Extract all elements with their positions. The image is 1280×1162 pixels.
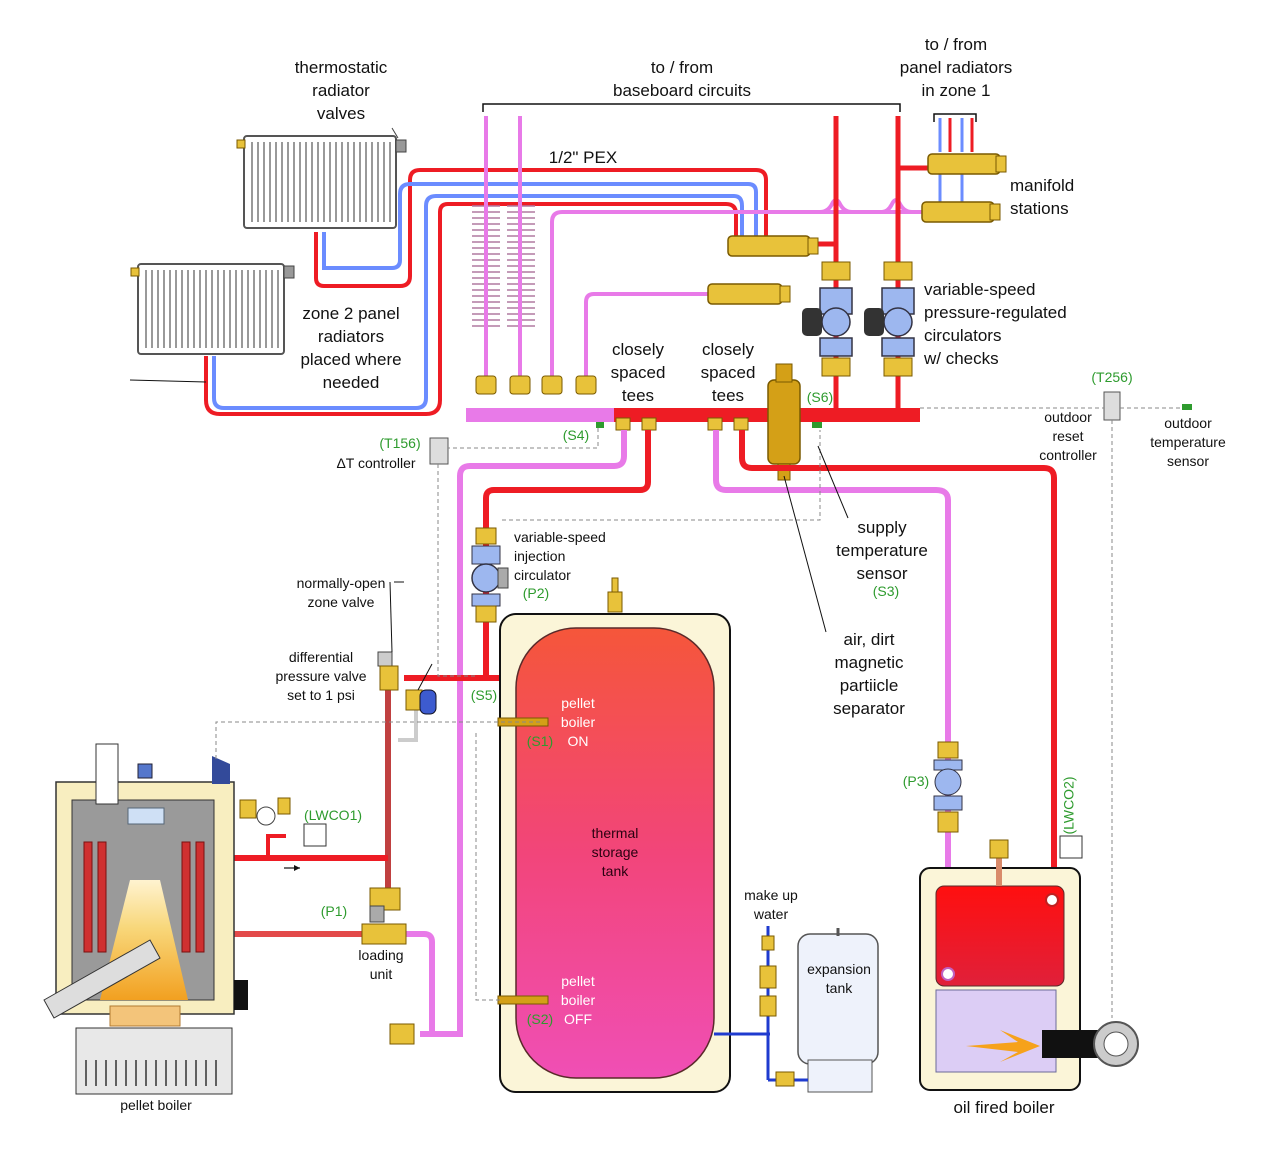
label-s2: (S2)	[526, 1011, 554, 1027]
baseboard-valves	[475, 375, 597, 395]
oil-fired-boiler	[919, 856, 1139, 1091]
label-separator: air, dirt magnetic partiicle separator	[833, 630, 905, 718]
lwco1-box	[303, 823, 327, 847]
label-s3: (S3)	[872, 583, 900, 599]
label-pellet-boiler: pellet boiler	[120, 1097, 192, 1113]
label-tees-left: closely spaced tees	[610, 340, 666, 405]
label-injection: variable-speed injection circulator	[514, 529, 606, 583]
manifold-zone1-return	[921, 201, 1001, 223]
outdoor-sensor-icon	[1182, 404, 1192, 410]
baseboard-bracket	[482, 103, 901, 112]
manifold-radiator-return	[707, 283, 791, 305]
label-thermal-storage: thermal storage tank	[591, 825, 639, 879]
zone1-pipes	[938, 118, 974, 204]
panel-radiator-upper	[236, 135, 407, 229]
injection-loop	[420, 430, 651, 1037]
dirt-separator	[767, 363, 801, 481]
label-zone-valve: normally-open zone valve	[296, 575, 386, 610]
tee-fittings	[615, 417, 749, 431]
label-manifold: manifold stations	[1010, 176, 1075, 218]
label-oil-boiler: oil fired boiler	[953, 1098, 1055, 1117]
circulator-p3	[933, 741, 963, 833]
return-header-upper	[770, 198, 932, 214]
supply-header	[614, 408, 920, 422]
differential-pressure-valve	[377, 651, 399, 691]
label-expansion-tank: expansion tank	[807, 961, 871, 996]
circulator-zone-right	[864, 261, 915, 377]
label-pex: 1/2" PEX	[548, 148, 618, 167]
zone-valve	[405, 689, 437, 715]
circulator-zone-left	[802, 261, 853, 377]
label-makeup-water: make up water	[744, 887, 798, 922]
label-p2: (P2)	[522, 585, 550, 601]
t156-controller-box	[429, 437, 449, 465]
pex-runs	[204, 168, 768, 416]
oil-boiler-loop	[713, 430, 1057, 970]
return-header	[466, 408, 614, 422]
injection-circulator-p2	[471, 527, 509, 623]
leader-lines	[129, 379, 849, 691]
manifold-radiator-supply	[727, 235, 819, 257]
label-lwco2: (LWCO2)	[1060, 776, 1077, 835]
label-t256: (T256)	[1091, 369, 1133, 385]
label-p1: (P1)	[320, 903, 348, 919]
label-t156: (T156)	[379, 435, 421, 451]
expansion-tank	[797, 928, 879, 1093]
control-wiring	[215, 407, 1182, 1018]
label-zone2: zone 2 panel radiators placed where need…	[300, 304, 402, 392]
label-circulators: variable-speed pressure-regulated circul…	[924, 280, 1067, 368]
loading-unit-p1	[361, 887, 407, 945]
thermal-storage-tank	[497, 577, 770, 1093]
oil-relief-valve	[989, 839, 1009, 859]
label-outdoor-sensor: outdoor temperature sensor	[1150, 415, 1226, 469]
label-s1: (S1)	[526, 733, 554, 749]
label-outdoor-reset: outdoor reset controller	[1039, 409, 1097, 463]
label-p3: (P3)	[902, 773, 930, 789]
lwco2-box	[1059, 835, 1083, 859]
label-lwco1: (LWCO1)	[303, 807, 363, 823]
label-supply-sensor: supply temperature sensor	[836, 518, 928, 583]
pellet-relief-valve	[239, 797, 291, 826]
label-loading-unit: loading unit	[358, 947, 404, 982]
label-s5: (S5)	[470, 687, 498, 703]
pellet-boiler	[43, 743, 248, 1095]
zone1-bracket	[933, 113, 977, 122]
panel-radiator-lower	[130, 263, 295, 355]
s6-sensor-icon	[812, 422, 822, 428]
drain-valve	[389, 1023, 415, 1045]
label-panel-zone1: to / from panel radiators in zone 1	[899, 35, 1013, 100]
label-pellet-off: pellet boiler OFF	[560, 973, 596, 1027]
label-tees-right: closely spaced tees	[700, 340, 756, 405]
label-thermostatic-valves: thermostatic radiator valves	[294, 58, 388, 123]
label-baseboard: to / from baseboard circuits	[613, 58, 751, 100]
label-pellet-on: pellet boiler ON	[560, 695, 596, 749]
label-s4: (S4)	[562, 427, 590, 443]
makeup-water-line	[759, 926, 808, 1087]
label-dt-controller: ΔT controller	[336, 455, 416, 471]
label-s6: (S6)	[806, 389, 834, 405]
manifold-zone1-supply	[927, 153, 1007, 175]
label-diff-valve: differential pressure valve set to 1 psi	[275, 649, 367, 703]
baseboard-fin-tubes	[472, 205, 535, 327]
s4-sensor-icon	[596, 422, 604, 428]
